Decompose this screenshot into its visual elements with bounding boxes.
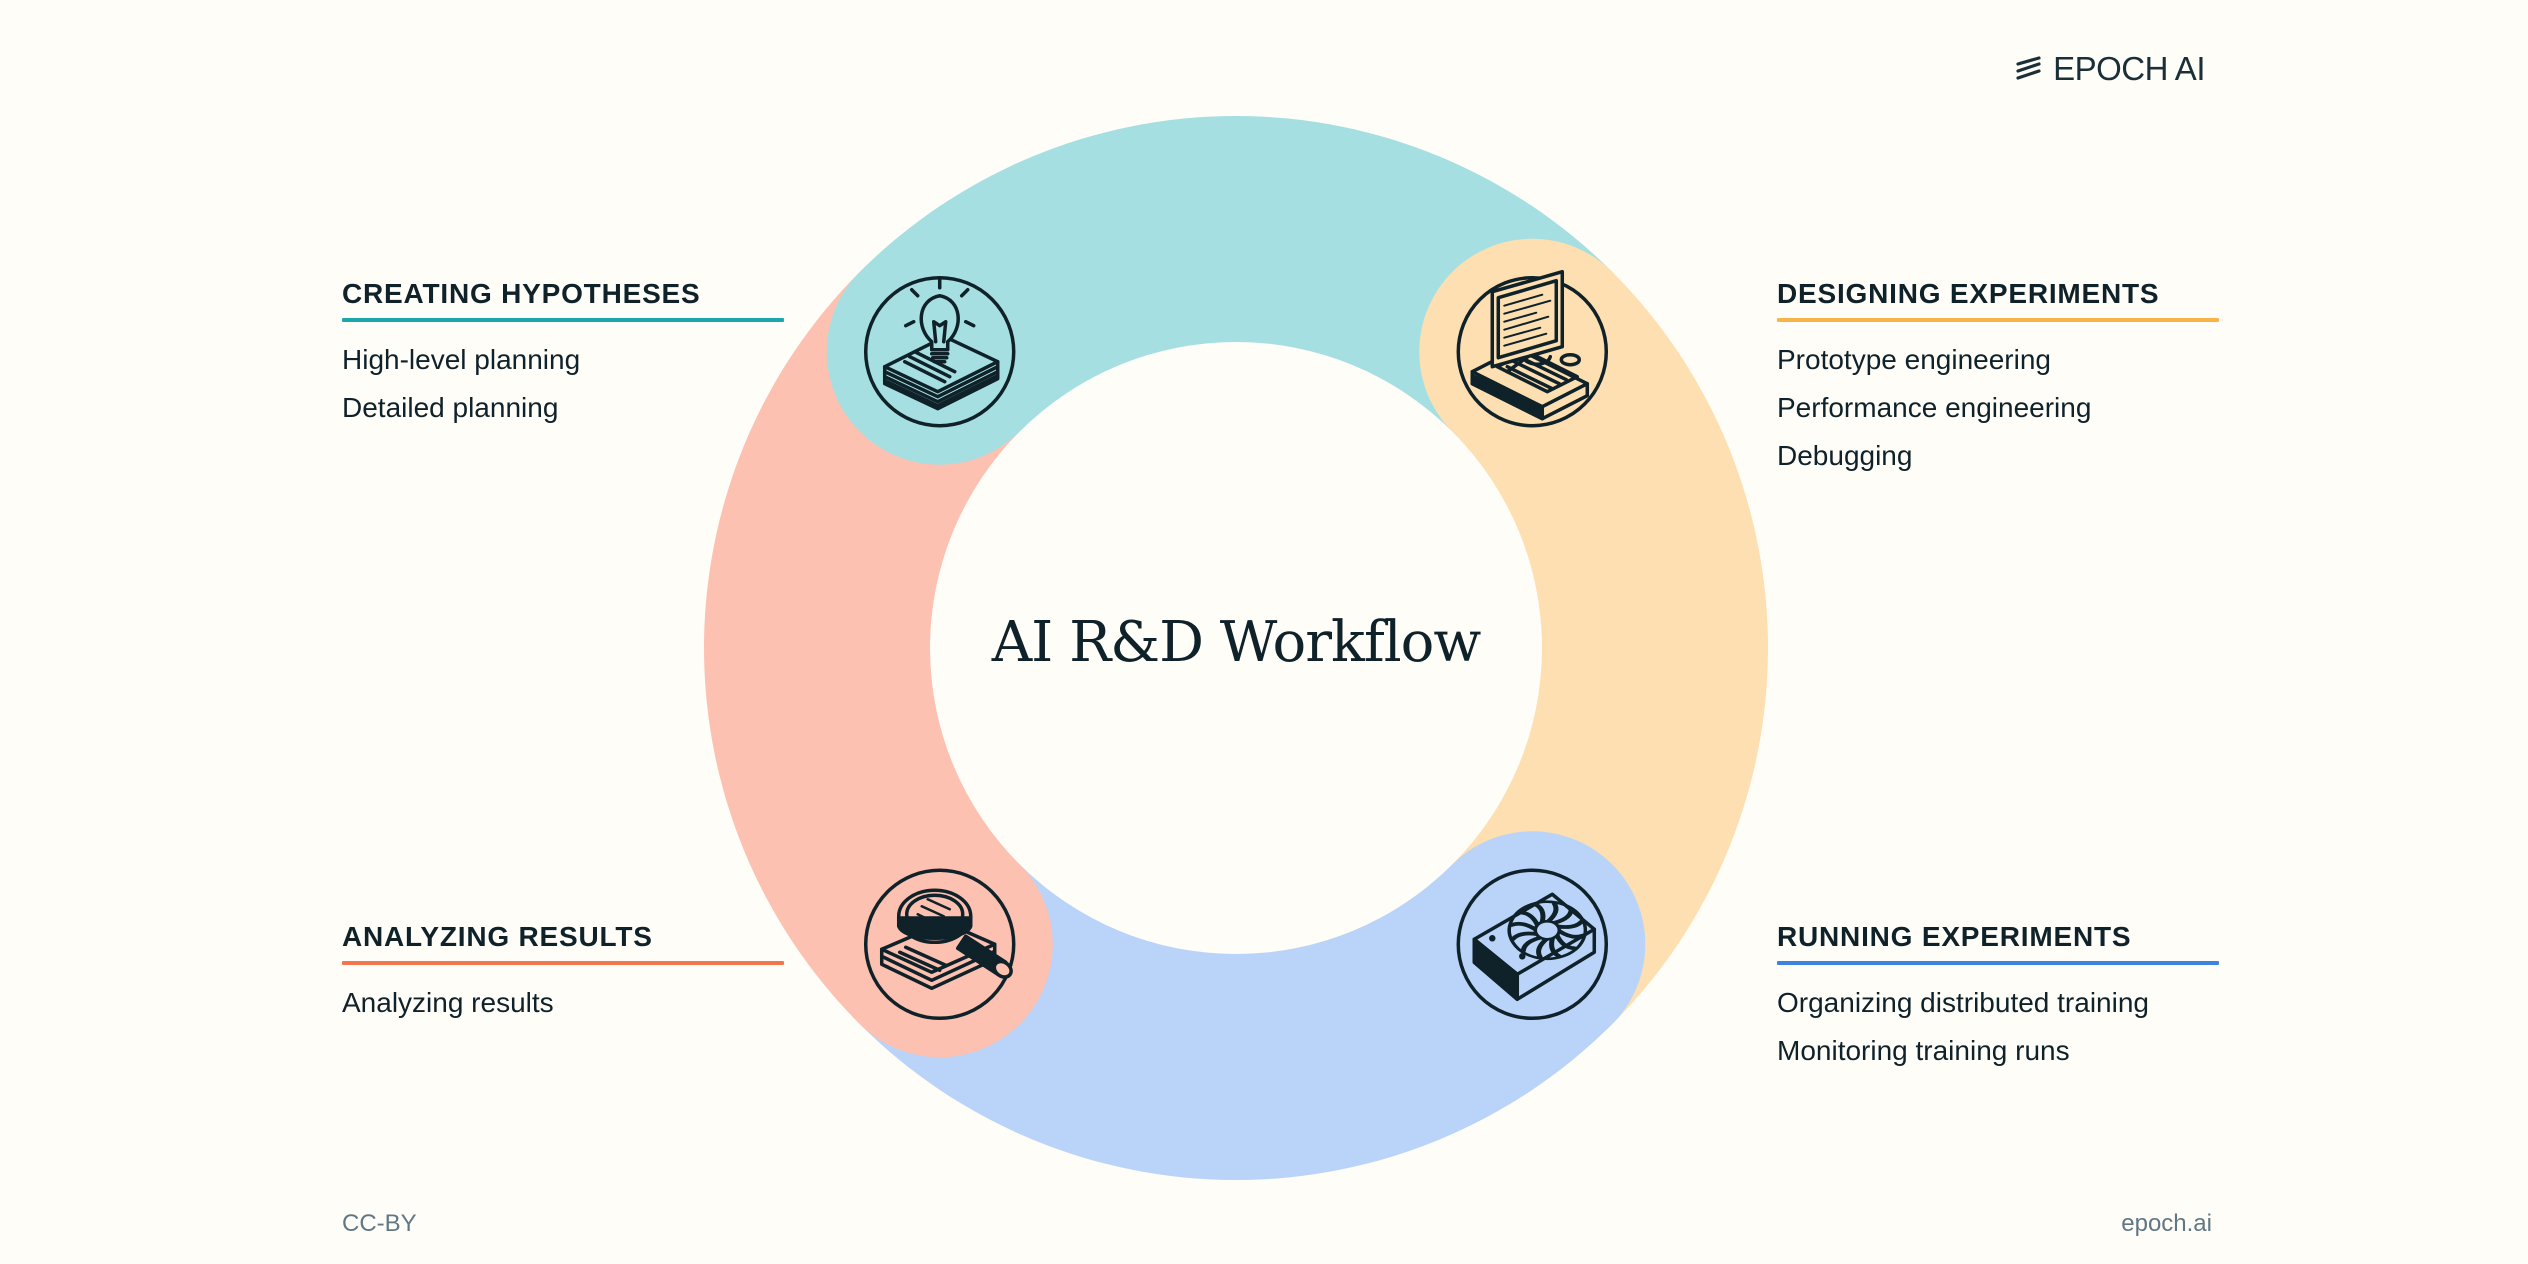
epoch-stripes-icon — [2016, 56, 2041, 80]
stage-heading: RUNNING EXPERIMENTS — [1777, 921, 2132, 952]
stage-item: Detailed planning — [342, 392, 559, 423]
stage-divider — [1777, 318, 2219, 322]
stage-icons — [863, 269, 1609, 1021]
gpu-card-icon — [1456, 868, 1609, 1021]
site-link[interactable]: epoch.ai — [2121, 1210, 2212, 1237]
stage-item: Prototype engineering — [1777, 344, 2051, 375]
computer-terminal-icon — [1456, 269, 1609, 428]
stage-item: Performance engineering — [1777, 392, 2092, 423]
epoch-logo: EPOCH AI — [2015, 50, 2205, 88]
stage-item: High-level planning — [342, 344, 581, 375]
stage-divider — [342, 961, 784, 965]
diagram-title: AI R&D Workflow — [991, 610, 1482, 675]
stage-item: Analyzing results — [342, 987, 554, 1018]
stage-analyzing-results: ANALYZING RESULTS Analyzing results — [342, 919, 784, 1027]
stage-item: Monitoring training runs — [1777, 1035, 2070, 1066]
stage-designing-experiments: DESIGNING EXPERIMENTS Prototype engineer… — [1777, 276, 2219, 480]
magnifier-documents-icon — [863, 868, 1016, 1021]
stage-heading: ANALYZING RESULTS — [342, 921, 653, 952]
stage-item: Organizing distributed training — [1777, 987, 2149, 1018]
stage-heading: DESIGNING EXPERIMENTS — [1777, 278, 2160, 309]
stage-creating-hypotheses: CREATING HYPOTHESES High-level planning … — [342, 276, 784, 432]
stage-divider — [342, 318, 784, 322]
stage-item: Debugging — [1777, 440, 1913, 471]
brand-name: EPOCH AI — [2053, 50, 2205, 87]
stage-heading: CREATING HYPOTHESES — [342, 278, 701, 309]
stage-divider — [1777, 961, 2219, 965]
lightbulb-documents-icon — [863, 275, 1016, 428]
license-label: CC-BY — [342, 1210, 417, 1237]
stage-running-experiments: RUNNING EXPERIMENTS Organizing distribut… — [1777, 919, 2219, 1075]
